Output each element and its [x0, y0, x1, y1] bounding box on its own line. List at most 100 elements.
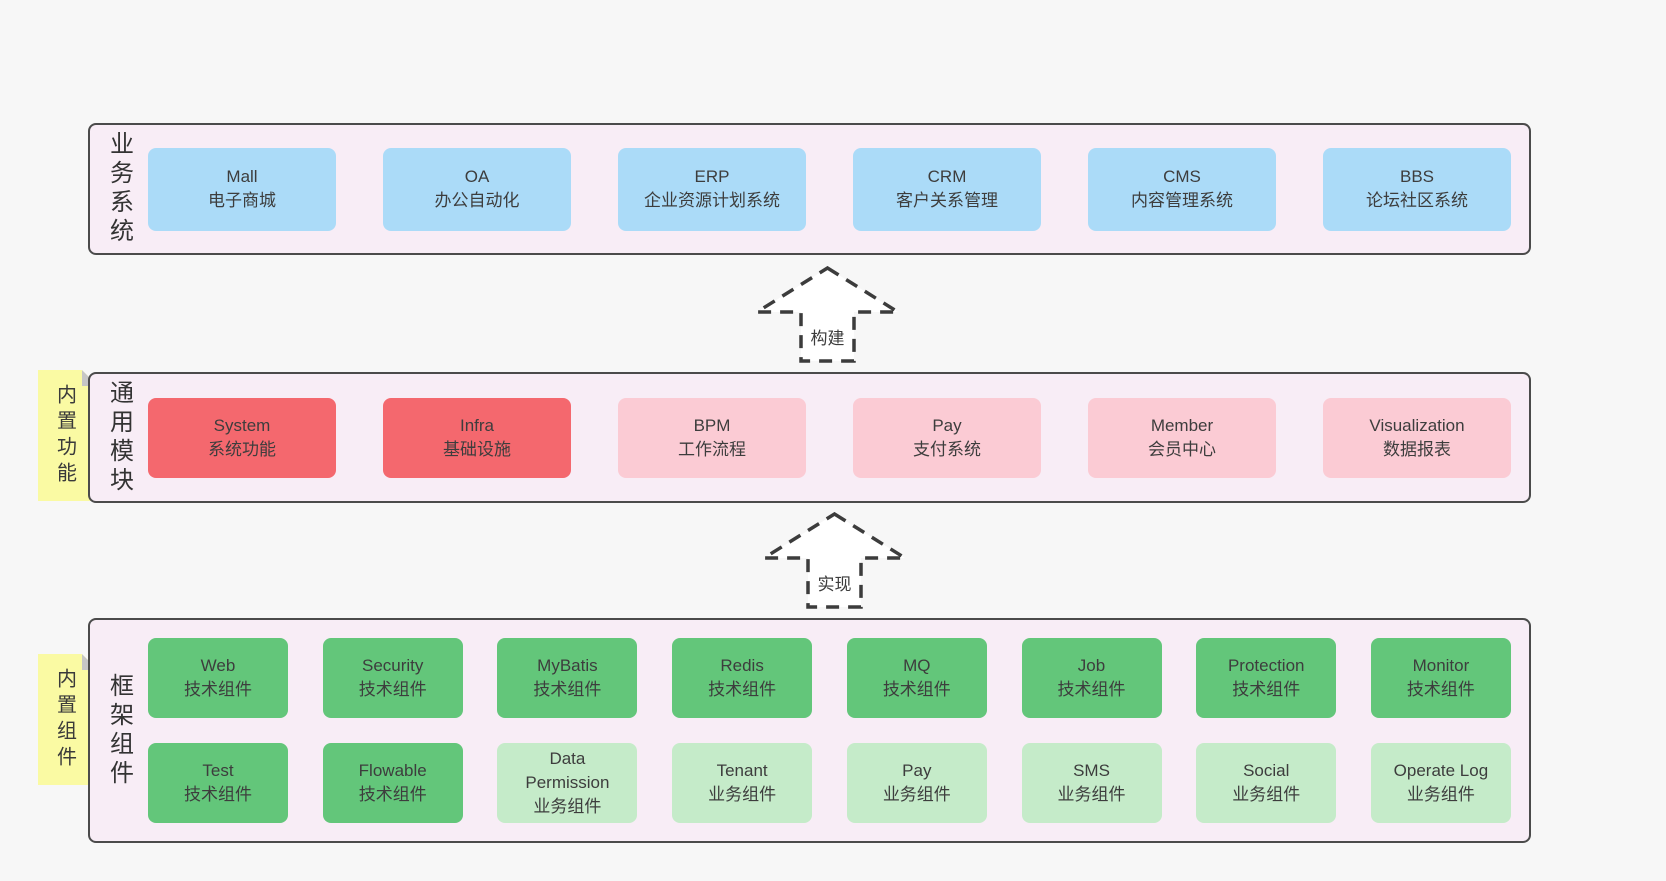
module-desc: 技术组件 [184, 785, 252, 804]
module-box-flowable: Flowable 技术组件 [322, 743, 463, 823]
arrow-label: 构建 [807, 324, 848, 349]
module-name: MyBatis [537, 656, 598, 675]
module-desc: 业务组件 [1232, 785, 1301, 804]
module-name: Visualization [1369, 415, 1465, 435]
module-box-mall: Mall 电子商城 [148, 147, 336, 231]
module-box-pay: Pay 业务组件 [846, 743, 987, 823]
arrow-label: 实现 [814, 570, 855, 595]
module-box-visualization: Visualization 数据报表 [1323, 397, 1511, 478]
module-box-bbs: BBS 论坛社区系统 [1323, 147, 1511, 231]
module-name: Redis [720, 656, 764, 675]
module-name: MQ [903, 656, 931, 675]
tag-label: 内置组件 [53, 667, 76, 772]
module-desc: 会员中心 [1148, 439, 1216, 459]
module-desc: 技术组件 [358, 785, 427, 804]
module-desc: 企业资源计划系统 [644, 191, 780, 210]
module-box-monitor: Monitor 技术组件 [1370, 638, 1511, 718]
module-name: Job [1077, 656, 1106, 675]
module-name: BPM [693, 415, 731, 435]
tag-label: 内置功能 [53, 383, 76, 488]
module-desc: 论坛社区系统 [1366, 191, 1468, 210]
module-desc: 内容管理系统 [1131, 191, 1233, 210]
section-label: 框架组件 [105, 672, 133, 789]
up-arrow-icon [755, 266, 900, 363]
module-box-bpm: BPM 工作流程 [618, 397, 806, 478]
module-desc: 技术组件 [533, 680, 602, 699]
module-desc: 数据报表 [1383, 439, 1451, 459]
module-desc: 电子商城 [208, 191, 276, 210]
module-desc: 技术组件 [882, 680, 951, 699]
module-box-member: Member 会员中心 [1088, 397, 1276, 478]
module-box-job: Job 技术组件 [1021, 638, 1162, 718]
module-name: System [213, 415, 271, 435]
module-box-test: Test 技术组件 [148, 743, 288, 823]
module-box-web: Web 技术组件 [148, 638, 288, 718]
module-desc: 基础设施 [443, 439, 511, 459]
module-name: Pay [932, 415, 962, 435]
module-name: CRM [927, 167, 967, 186]
module-box-tenant: Tenant 业务组件 [672, 743, 813, 823]
section-label: 业务系统 [105, 131, 133, 247]
arrow-implement: 实现 [762, 512, 907, 609]
module-desc: 技术组件 [1057, 680, 1126, 699]
module-box-infra: Infra 基础设施 [383, 397, 571, 478]
section-label: 通用模块 [105, 379, 133, 496]
module-name: BBS [1399, 167, 1435, 186]
module-desc: 业务组件 [708, 785, 777, 804]
module-box-mybatis: MyBatis 技术组件 [497, 638, 638, 718]
module-name: Flowable [358, 761, 427, 780]
module-name: Web [200, 656, 236, 675]
module-box-protection: Protection 技术组件 [1196, 638, 1337, 718]
module-name: ERP [694, 167, 730, 186]
module-desc: 技术组件 [1232, 680, 1301, 699]
module-box-mq: MQ 技术组件 [846, 638, 987, 718]
module-name: Social [1243, 761, 1290, 780]
module-box-sms: SMS 业务组件 [1021, 743, 1162, 823]
module-name: CMS [1163, 167, 1201, 186]
module-desc: 系统功能 [208, 439, 276, 459]
module-desc: 客户关系管理 [896, 191, 998, 210]
module-box-system: System 系统功能 [148, 397, 336, 478]
module-name: Test [202, 761, 234, 780]
module-desc: 技术组件 [184, 680, 252, 699]
module-desc: 业务组件 [1406, 785, 1475, 804]
module-name: Mall [226, 167, 258, 186]
module-box-redis: Redis 技术组件 [672, 638, 813, 718]
arrow-build: 构建 [755, 266, 900, 363]
module-name: SMS [1073, 761, 1110, 780]
module-desc: 办公自动化 [434, 191, 520, 210]
module-box-data-permission: Data Permission 业务组件 [497, 743, 638, 823]
up-arrow-icon [762, 512, 907, 609]
module-name: Data Permission [525, 749, 610, 792]
module-name: Member [1150, 415, 1214, 435]
module-name: Protection [1227, 656, 1305, 675]
module-box-social: Social 业务组件 [1196, 743, 1337, 823]
module-name: Infra [459, 415, 495, 435]
module-box-erp: ERP 企业资源计划系统 [618, 147, 806, 231]
module-name: Monitor [1412, 656, 1470, 675]
module-name: Tenant [716, 761, 768, 780]
module-desc: 业务组件 [882, 785, 951, 804]
module-desc: 业务组件 [533, 797, 602, 816]
module-desc: 工作流程 [678, 439, 746, 459]
module-box-crm: CRM 客户关系管理 [853, 147, 1041, 231]
module-desc: 技术组件 [1406, 680, 1475, 699]
module-desc: 业务组件 [1057, 785, 1126, 804]
module-desc: 技术组件 [358, 680, 427, 699]
module-desc: 技术组件 [708, 680, 777, 699]
module-name: Pay [902, 761, 932, 780]
